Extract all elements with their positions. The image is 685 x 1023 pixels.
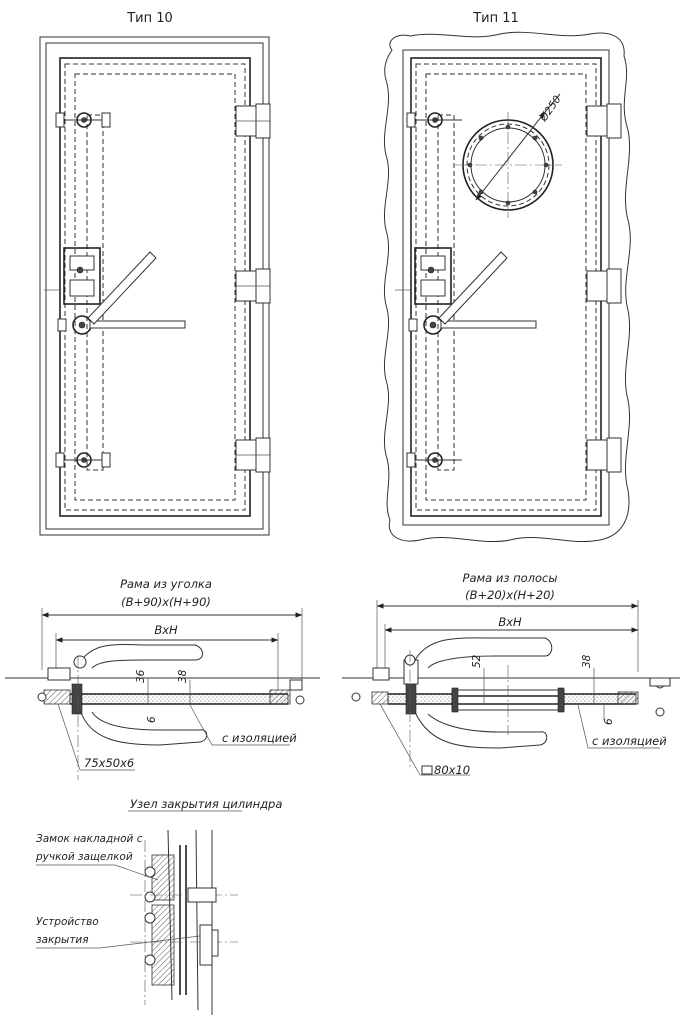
right-frame-title: Рама из полосы: [463, 571, 558, 585]
detail-lock-label-2: ручкой защелкой: [35, 851, 133, 863]
right-dim-6: 6: [603, 718, 615, 725]
right-dim-52: 52: [471, 654, 483, 668]
left-dim-38: 38: [177, 669, 189, 683]
right-frame-dims: (В+20)х(Н+20): [465, 588, 555, 602]
right-profile: 80х10: [434, 763, 470, 777]
section-angle-frame: Рама из уголка (В+90)х(Н+90) ВхН 36 38 6: [5, 577, 320, 780]
left-frame-title: Рама из уголка: [120, 577, 212, 591]
left-dim-6: 6: [146, 716, 158, 723]
closer-top: [55, 112, 111, 128]
section-strip-frame: Рама из полосы (В+20)х(Н+20) ВхН: [342, 571, 680, 777]
handle: [57, 251, 186, 335]
door-type-11: Тип 11 Ø250: [384, 11, 631, 543]
hinge-middle: [235, 268, 271, 304]
closer-bottom: [55, 452, 111, 468]
detail-device-label-1: Устройство: [36, 916, 99, 928]
lock-box-11: [395, 247, 452, 305]
detail-title: Узел закрытия цилиндра: [130, 797, 282, 811]
hinge-bottom: [235, 437, 271, 473]
detail-lock-label-1: Замок накладной с: [36, 833, 143, 845]
left-opening: ВхН: [154, 623, 178, 637]
right-opening: ВхН: [498, 615, 522, 629]
left-insulation: с изоляцией: [222, 731, 297, 745]
right-dim-38: 38: [581, 654, 593, 668]
left-frame-dims: (В+90)х(Н+90): [121, 595, 211, 609]
left-dim-36: 36: [135, 669, 147, 683]
type11-title: Тип 11: [472, 11, 519, 26]
lock-box: [44, 247, 101, 305]
right-insulation: с изоляцией: [592, 734, 667, 748]
closer-bottom-11: [406, 452, 462, 468]
closer-top-11: [406, 112, 462, 128]
porthole: Ø250: [455, 93, 564, 218]
handle-11: [408, 251, 537, 335]
door-type-10: Тип 10: [39, 11, 271, 536]
hinge-top: [235, 103, 271, 139]
left-profile: 75х50х6: [84, 756, 134, 770]
porthole-diameter: Ø250: [537, 93, 564, 124]
hinge-bottom-11: [586, 437, 622, 473]
detail-device-label-2: закрытия: [36, 934, 89, 946]
hinge-middle-11: [586, 268, 622, 304]
hinge-top-11: [586, 103, 622, 139]
type10-title: Тип 10: [126, 11, 173, 26]
detail-closure-node: Узел закрытия цилиндра Замок накладной с…: [35, 797, 282, 1015]
